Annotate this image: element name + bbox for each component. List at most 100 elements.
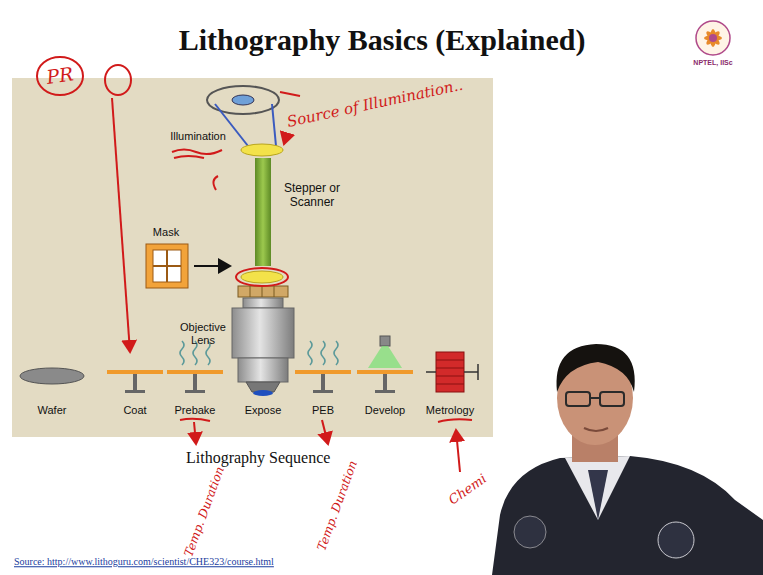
metrology-tool: [436, 376, 464, 377]
presenter-figure: [590, 397, 600, 399]
presenter-figure: [600, 392, 624, 406]
nptel-logo: [696, 21, 730, 55]
handwritten-marks: [280, 92, 300, 96]
metrology-tool: [436, 384, 464, 385]
handwritten-marks: [105, 65, 131, 95]
mask-symbol: [146, 244, 230, 288]
handwritten-marks: [322, 420, 328, 444]
metrology-tool: [436, 368, 464, 369]
mask-symbol: [153, 250, 181, 282]
nptel-logo: [705, 30, 722, 47]
mask-symbol: [153, 265, 181, 267]
presenter-figure: [514, 516, 546, 548]
handwritten-marks: [194, 422, 196, 444]
objective-lens: [232, 308, 294, 358]
coat-station: [107, 370, 163, 393]
prebake-station: [167, 341, 223, 393]
presenter-figure: [588, 470, 608, 520]
objective-lens: [238, 358, 288, 382]
lamp-symbol: [232, 95, 254, 105]
nptel-logo: [705, 30, 722, 47]
handwritten-marks: [37, 57, 83, 95]
projection-lens: [241, 271, 283, 283]
presenter-figure: [566, 392, 590, 406]
part-label: Stepper or Scanner: [283, 182, 341, 210]
presenter-figure: [565, 456, 630, 520]
peb-station: [321, 374, 325, 390]
stepper-column: [255, 158, 271, 266]
develop-station: [380, 336, 390, 346]
source-citation: Source: http://www.lithoguru.com/scienti…: [14, 556, 274, 568]
nptel-logo: [704, 29, 722, 47]
metrology-tool: [436, 360, 464, 361]
handwritten-marks: [236, 268, 288, 286]
step-label: PEB: [312, 404, 334, 417]
prebake-station: [180, 341, 184, 365]
handwritten-marks: [438, 419, 472, 422]
part-label: Mask: [153, 226, 179, 239]
handwritten-note: Chemi: [446, 472, 489, 509]
metrology-tool: [436, 352, 464, 392]
coat-station: [133, 374, 137, 390]
peb-station: [308, 341, 312, 365]
peb-station: [334, 341, 338, 365]
handwritten-note: Temp. Duration: [315, 459, 360, 553]
nptel-logo: [709, 34, 717, 42]
develop-station: [357, 336, 413, 393]
prebake-station: [167, 370, 223, 374]
mask-symbol: [146, 244, 188, 288]
objective-lens: [253, 390, 273, 396]
step-label: Coat: [123, 404, 146, 417]
peb-station: [321, 341, 325, 365]
wafer-disc: [20, 368, 84, 384]
nptel-logo: [696, 21, 730, 55]
develop-station: [375, 390, 395, 393]
prebake-station: [185, 390, 205, 393]
develop-station: [357, 370, 413, 374]
develop-station: [368, 346, 402, 368]
metrology-tool: [464, 371, 478, 373]
condenser-lens: [241, 144, 283, 156]
reticle-holder: [250, 286, 251, 297]
coat-station: [107, 370, 163, 374]
coat-station: [125, 390, 145, 393]
metrology-tool: [426, 352, 478, 392]
step-label: Prebake: [175, 404, 216, 417]
presenter-figure: [492, 456, 763, 575]
logo-text: NPTEL, IISc: [693, 59, 732, 67]
presenter-figure: [492, 344, 763, 575]
part-label: Objective Lens: [176, 321, 230, 346]
peb-station: [313, 390, 333, 393]
reticle-holder: [238, 286, 288, 297]
handwritten-marks: [174, 156, 204, 158]
reticle-holder: [262, 286, 263, 297]
metrology-tool: [477, 364, 479, 380]
step-label: Wafer: [38, 404, 67, 417]
develop-station: [383, 374, 387, 390]
handwritten-marks: [37, 57, 472, 472]
objective-lens: [243, 298, 283, 308]
handwritten-marks: [213, 176, 218, 190]
handwritten-marks: [180, 419, 210, 421]
step-label: Metrology: [426, 404, 474, 417]
handwritten-marks: [456, 430, 460, 472]
handwritten-marks: [112, 98, 130, 352]
presenter-figure: [658, 522, 694, 558]
figure-panel: [12, 78, 493, 437]
prebake-station: [193, 374, 197, 390]
handwritten-note: Source of Illumination..: [285, 77, 464, 131]
handwritten-note: PR: [45, 63, 75, 88]
step-label: Develop: [365, 404, 405, 417]
peb-station: [295, 341, 351, 393]
step-label: Expose: [245, 404, 282, 417]
lamp-symbol: [272, 104, 276, 146]
peb-station: [295, 370, 351, 374]
figure-caption: Lithography Sequence: [186, 449, 330, 467]
objective-lens: [232, 298, 294, 396]
handwritten-marks: [172, 150, 222, 155]
presenter-figure: [556, 344, 634, 392]
part-label: Illumination: [170, 130, 226, 143]
slide-title: Lithography Basics (Explained): [179, 23, 586, 58]
nptel-logo: [710, 29, 716, 47]
